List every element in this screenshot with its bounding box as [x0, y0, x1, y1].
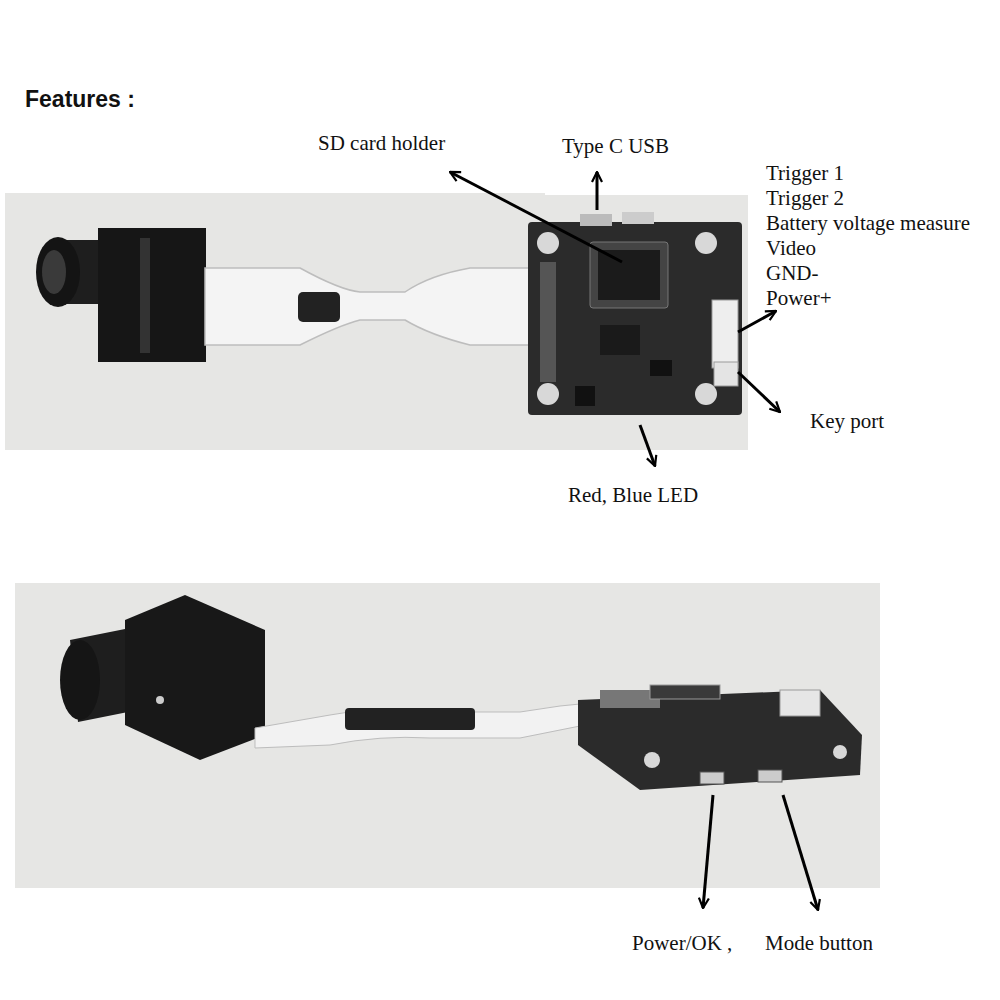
- part-label: Trigger 2: [766, 186, 844, 211]
- camera-body: [125, 595, 265, 760]
- part-label: Mode button: [765, 931, 873, 956]
- camera-detail: [140, 238, 150, 353]
- part-label: Power+: [766, 286, 832, 311]
- top-photo: [5, 185, 750, 450]
- cable-wrap: [298, 292, 340, 322]
- power-button: [700, 772, 724, 784]
- ribbon-cable: [255, 702, 600, 748]
- leader-arrow: [783, 795, 818, 910]
- camera-body: [98, 228, 206, 362]
- pin-connector: [780, 690, 820, 716]
- part-label: Type C USB: [562, 134, 669, 159]
- part-label: Battery voltage measure: [766, 211, 970, 236]
- lens: [36, 237, 80, 307]
- part-label: Trigger 1: [766, 161, 844, 186]
- key-connector: [714, 362, 738, 386]
- chip: [600, 325, 640, 355]
- mount-hole: [695, 383, 717, 405]
- usb-connector: [580, 214, 612, 226]
- bottom-photo: [15, 583, 880, 888]
- mount-hole: [537, 383, 559, 405]
- leader-arrows: [450, 172, 818, 910]
- photo-background: [5, 193, 748, 450]
- cable-wrap: [345, 708, 475, 730]
- lens: [60, 640, 100, 720]
- leader-arrow: [640, 425, 655, 466]
- part-label: Video: [766, 236, 816, 261]
- usb-connector: [622, 212, 654, 224]
- ribbon-connector: [540, 262, 556, 382]
- mount-hole: [833, 745, 847, 759]
- camera-screw: [156, 696, 164, 704]
- leader-arrow: [738, 372, 780, 412]
- mount-hole: [695, 232, 717, 254]
- mount-hole: [537, 232, 559, 254]
- leader-arrow: [703, 795, 713, 908]
- pin-connector: [712, 300, 738, 368]
- led: [575, 386, 595, 406]
- part-label: Red, Blue LED: [568, 483, 698, 508]
- leader-arrow: [450, 172, 622, 262]
- ribbon-cable: [205, 268, 542, 345]
- photo-notch: [545, 185, 750, 195]
- figure-title: Features :: [25, 85, 135, 113]
- part-label: Power/OK ,: [632, 931, 732, 956]
- circuit-board: [528, 222, 742, 415]
- chip: [650, 360, 672, 376]
- lens-glass: [42, 250, 66, 294]
- mount-hole: [644, 752, 660, 768]
- part-label: SD card holder: [318, 131, 445, 156]
- leader-arrow: [596, 172, 599, 210]
- part-label: Key port: [810, 409, 884, 434]
- sd-card-holder: [650, 685, 720, 699]
- part-label: GND-: [766, 261, 819, 286]
- sd-slot: [598, 250, 660, 300]
- leader-arrow: [738, 311, 776, 332]
- photo-background: [15, 583, 880, 888]
- mode-button: [758, 770, 782, 782]
- circuit-board: [578, 690, 862, 790]
